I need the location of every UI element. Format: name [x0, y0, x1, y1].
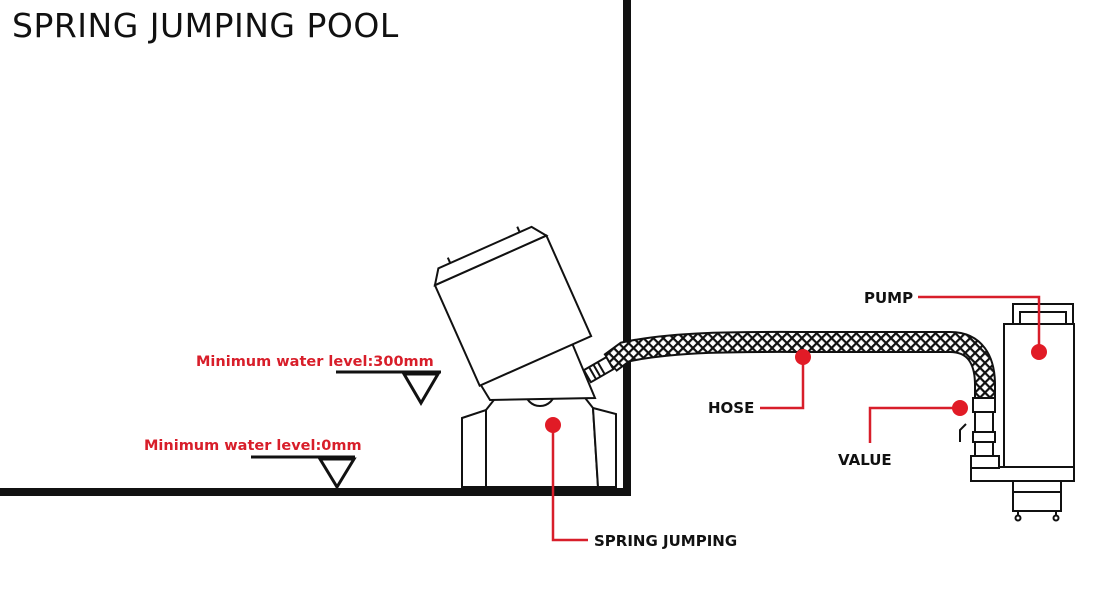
spring-jumping-dot [545, 417, 561, 433]
spring-jumping-callout-line [551, 425, 588, 542]
pump-dot [1031, 344, 1047, 360]
pump-callout-line [918, 295, 1041, 352]
hose-label: HOSE [708, 399, 755, 417]
spring-jumping-label: SPRING JUMPING [594, 532, 738, 550]
water-level-0-marker [251, 455, 357, 490]
page-title: SPRING JUMPING POOL [12, 6, 399, 45]
spring-jumping-device [433, 225, 617, 488]
pump-base [970, 466, 1075, 482]
pool-right-wall [623, 0, 631, 496]
water-level-300-marker [336, 370, 441, 406]
pool-floor [0, 488, 631, 496]
valve-callout-line [868, 406, 960, 443]
pump-label: PUMP [864, 289, 914, 307]
hose-callout-line [760, 358, 805, 410]
water-level-0-label: Minimum water level:0mm [144, 438, 362, 454]
valve-label: VALUE [838, 451, 892, 469]
water-level-300-label: Minimum water level:300mm [196, 354, 434, 370]
callouts [551, 295, 1041, 542]
hose [603, 330, 996, 398]
hose-dot [795, 349, 811, 365]
pool-outline [0, 0, 631, 496]
pump [959, 303, 1075, 522]
valve-dot [952, 400, 968, 416]
